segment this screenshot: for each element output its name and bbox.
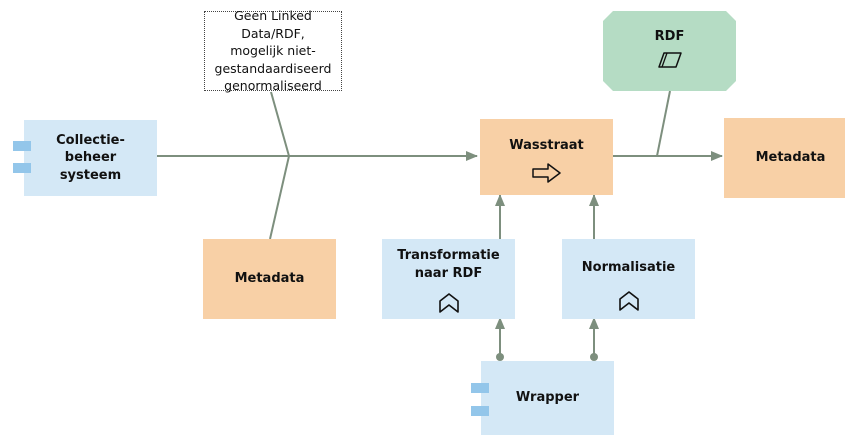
rdf-label: RDF <box>654 29 685 44</box>
normalisatie-node[interactable]: Normalisatie <box>562 239 695 319</box>
collectie-label: Collectie- beheer systeem <box>56 132 125 183</box>
process-arrow-icon <box>531 162 561 183</box>
application-component-icon <box>13 163 31 173</box>
serving-dot <box>590 353 598 361</box>
association-note-line <box>270 91 290 157</box>
wasstraat-label: Wasstraat <box>509 138 584 153</box>
function-chevron-icon <box>618 290 639 311</box>
application-component-icon <box>13 141 31 151</box>
function-chevron-icon <box>438 293 459 313</box>
association-rdf-line <box>656 90 671 157</box>
rdf-node[interactable]: RDF <box>603 11 736 91</box>
transformatie-label: Transformatie naar RDF <box>397 248 500 281</box>
metadata-right-node[interactable]: Metadata <box>724 118 845 198</box>
transformatie-node[interactable]: Transformatie naar RDF <box>382 239 515 319</box>
metadata-right-label: Metadata <box>755 150 826 166</box>
metadata-left-node[interactable]: Metadata <box>203 239 336 319</box>
wrapper-label: Wrapper <box>515 390 580 406</box>
wrapper-node[interactable]: Wrapper <box>481 361 614 435</box>
data-object-icon <box>657 51 682 68</box>
annotation-note: Geen Linked Data/RDF, mogelijk niet-gest… <box>204 8 342 93</box>
rdf-node-shape <box>603 11 736 91</box>
normalisatie-label: Normalisatie <box>581 260 676 275</box>
metadata-left-label: Metadata <box>234 271 305 287</box>
serving-dot <box>496 353 504 361</box>
application-component-icon <box>471 406 489 416</box>
application-component-icon <box>471 383 489 393</box>
annotation-note-text: Geen Linked Data/RDF, mogelijk niet-gest… <box>214 8 332 94</box>
association-metadata-line <box>269 155 290 240</box>
wasstraat-node[interactable]: Wasstraat <box>480 119 613 195</box>
collectie-beheer-systeem-node[interactable]: Collectie- beheer systeem <box>24 120 157 196</box>
